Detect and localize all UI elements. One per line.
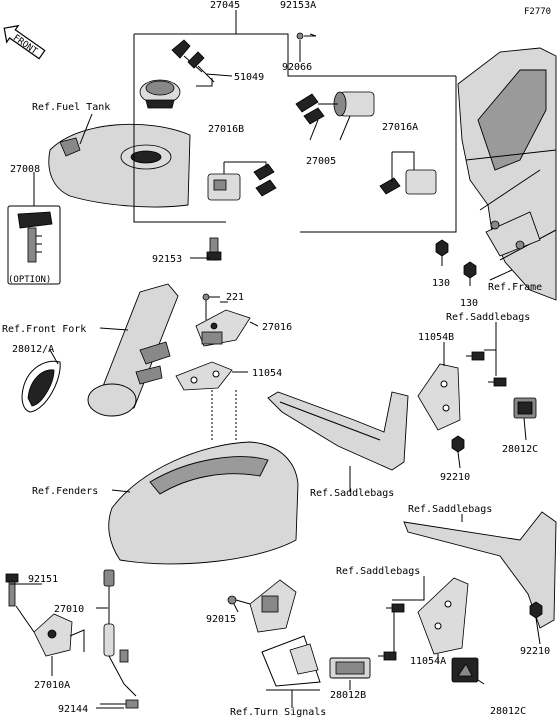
front-fork-reference-drawing [87,283,179,417]
switch-27010-icon [103,569,137,697]
bolt-11054A-icon [378,603,405,661]
part-label-92210-top: 92210 [440,472,470,483]
part-label-27008: 27008 [10,164,40,175]
saddlebag-bracket-lower-reference-drawing [403,511,557,629]
switch-27010A-icon [15,605,85,657]
ref-label-front-fork: Ref.Front Fork [2,324,86,335]
part-label-28012C-bottom: 28012C [490,706,526,717]
ref-label-saddlebags-2: Ref.Saddlebags [310,488,394,499]
part-label-130-a: 130 [432,278,450,289]
option-label: (OPTION) [8,275,51,285]
frame-reference-drawing [457,47,557,301]
part-label-92015: 92015 [206,614,236,625]
lock-27016-icon [195,309,251,347]
reflector-28012C-lower-icon [451,657,479,683]
ref-label-saddlebags-3: Ref.Saddlebags [408,504,492,515]
part-label-51049: 51049 [234,72,264,83]
ref-label-saddlebags-1: Ref.Saddlebags [446,312,530,323]
key-51049-icon [171,39,215,83]
key-set-group [133,10,457,233]
bolt-130-icon [435,239,477,279]
front-direction-icon: FRONT [3,24,46,60]
saddlebag-bracket-reference-drawing [267,391,409,471]
diagram-code: F2770 [524,7,551,17]
bracket-11054-icon [175,361,233,391]
screw-92066-icon [296,32,316,40]
key-27008-icon [7,205,61,285]
part-label-92144: 92144 [58,704,88,715]
part-label-28012C-top: 28012C [502,444,538,455]
bracket-11054A-icon [417,577,469,655]
bolt-92144-icon [100,699,139,709]
part-label-92153A: 92153A [280,0,316,11]
screw-221-icon [202,293,220,320]
part-label-92066: 92066 [282,62,312,73]
ref-label-frame: Ref.Frame [488,282,542,293]
reflector-28012B-icon [329,657,371,679]
part-label-92210-bottom: 92210 [520,646,550,657]
part-label-11054A: 11054A [410,656,446,667]
nut-92210-lower-icon [529,601,543,619]
bolt-11054B-icon [466,351,507,387]
bolt-92015-icon [227,595,251,605]
part-label-92151: 92151 [28,574,58,585]
ignition-switch-27005-icon [295,91,375,125]
turn-signal-bracket-icon [249,579,321,687]
leader-lines [10,33,541,709]
part-label-28012A: 28012/A [12,344,54,355]
ref-label-turn-signals: Ref.Turn Signals [230,707,326,717]
ref-label-fenders: Ref.Fenders [32,486,98,497]
part-label-27005: 27005 [306,156,336,167]
nut-92210-icon [451,435,465,453]
bolt-92151-icon [5,573,19,607]
fender-reference-drawing [108,441,299,565]
part-label-27010A: 27010A [34,680,70,691]
part-label-27045: 27045 [210,0,240,11]
fuel-tank-reference-drawing [48,123,191,208]
reflector-28012A-icon [21,360,61,413]
fuel-cap-icon [139,79,181,109]
part-label-27010: 27010 [54,604,84,615]
part-label-28012B: 28012B [330,690,366,701]
bolt-92153-icon [206,237,222,261]
part-label-221: 221 [226,292,244,303]
part-label-27016A: 27016A [382,122,418,133]
lock-27016B-icon [207,161,277,201]
ref-label-saddlebags-4: Ref.Saddlebags [336,566,420,577]
part-label-11054: 11054 [252,368,282,379]
ref-label-fuel-tank: Ref.Fuel Tank [32,102,110,113]
bracket-11054B-icon [417,363,461,431]
part-label-130-b: 130 [460,298,478,309]
part-label-27016: 27016 [262,322,292,333]
part-label-11054B: 11054B [418,332,454,343]
part-label-27016B: 27016B [208,124,244,135]
part-label-92153: 92153 [152,254,182,265]
lock-27016A-icon [379,151,437,195]
reflector-28012C-icon [513,397,537,419]
